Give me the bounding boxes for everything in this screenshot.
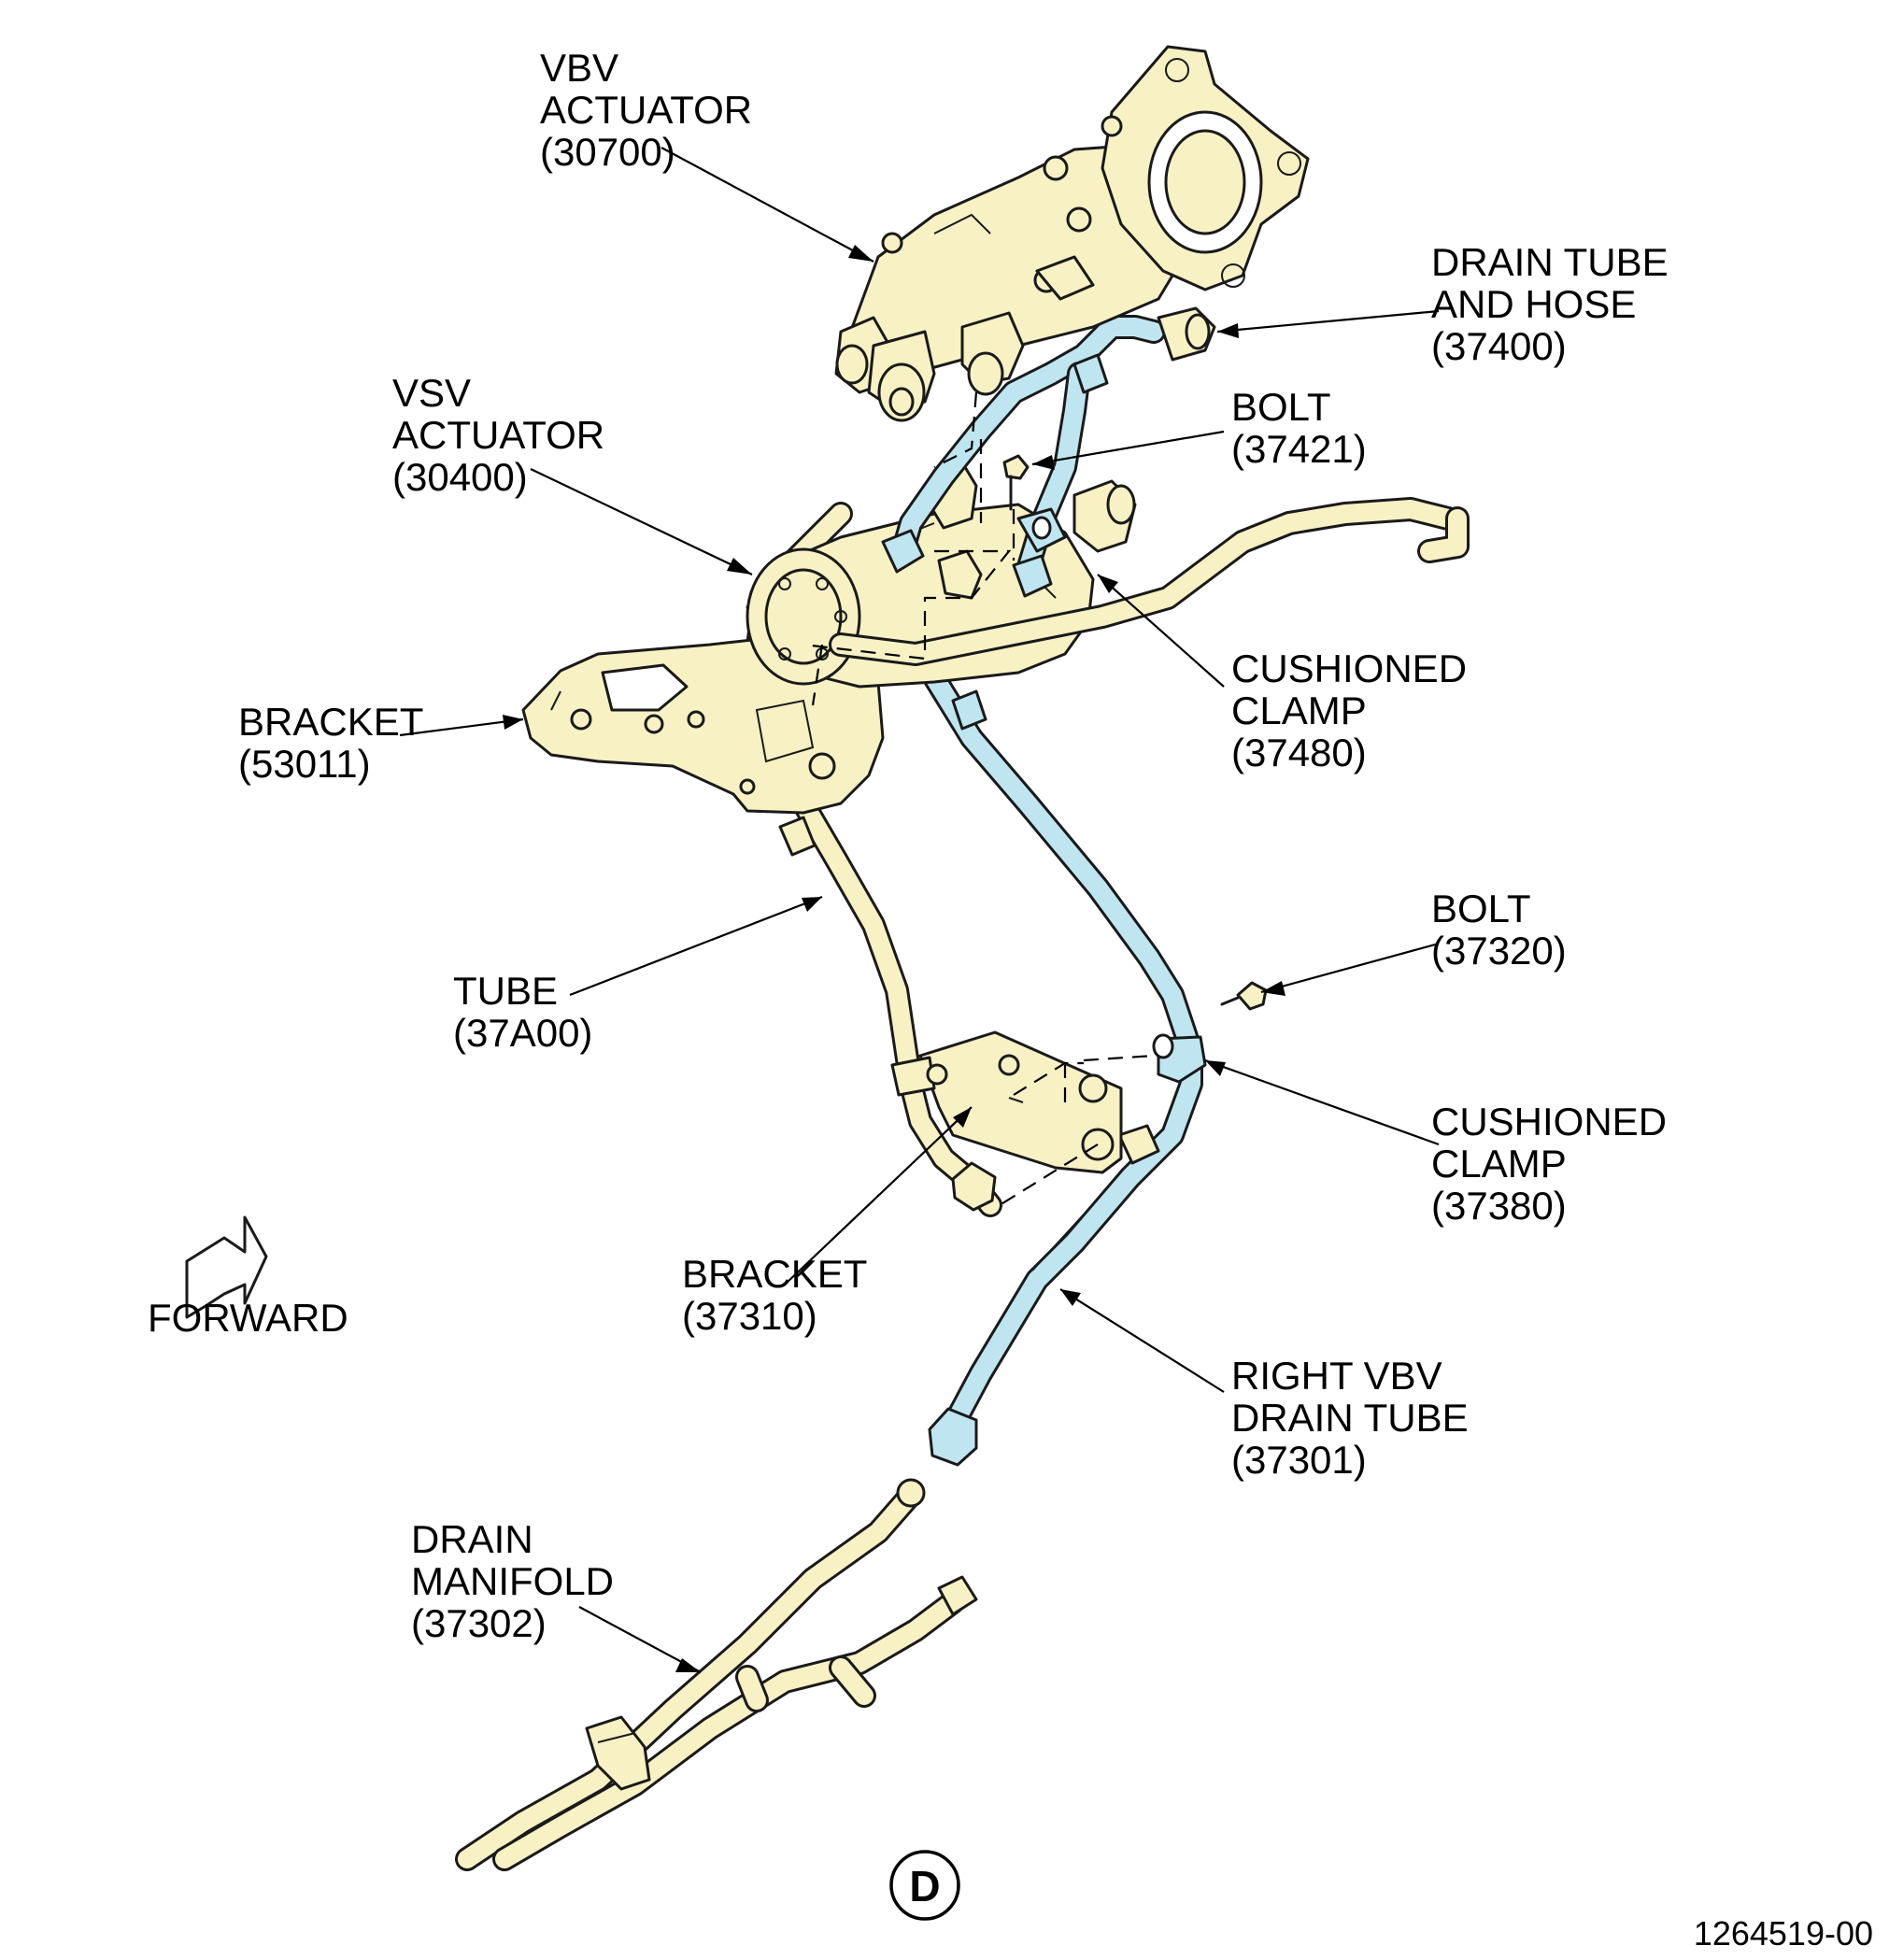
label-line: CLAMP	[1431, 1142, 1567, 1186]
right-vbv-drain-tube	[871, 548, 1203, 1467]
label-line: (37302)	[411, 1601, 547, 1645]
forward-arrow-icon	[185, 1215, 268, 1319]
label-line: (37310)	[682, 1294, 817, 1338]
label-line: BOLT	[1231, 385, 1331, 429]
bolt-37320	[1220, 981, 1268, 1011]
label-line: BRACKET	[238, 700, 423, 744]
label-line: VSV	[392, 371, 471, 415]
label-tube-37a00: TUBE (37A00)	[453, 969, 592, 1055]
label-line: VBV	[540, 46, 618, 90]
label-line: CLAMP	[1231, 689, 1367, 732]
label-vbv-actuator: VBV ACTUATOR (30700)	[540, 46, 752, 174]
leader-lines	[399, 147, 1440, 1673]
label-line: (37380)	[1431, 1184, 1567, 1228]
drain-manifold	[455, 1478, 978, 1871]
label-line: CUSHIONED	[1431, 1100, 1667, 1143]
cushioned-clamp-37480	[951, 507, 1067, 731]
label-line: DRAIN TUBE	[1231, 1396, 1469, 1440]
label-cushioned-clamp-37380: CUSHIONED CLAMP (37380)	[1431, 1100, 1667, 1228]
label-vsv-actuator: VSV ACTUATOR (30400)	[392, 371, 604, 499]
vsv-tube-right	[829, 497, 1470, 666]
label-line: DRAIN TUBE	[1431, 240, 1669, 284]
view-circle-icon: D	[889, 1850, 960, 1921]
install-dashes-lower	[999, 1054, 1155, 1206]
label-line: (30400)	[392, 455, 528, 499]
label-line: BOLT	[1431, 887, 1531, 930]
label-line: (37301)	[1231, 1438, 1367, 1482]
label-line: AND HOSE	[1431, 282, 1636, 326]
bolt-37421	[1002, 454, 1030, 511]
label-line: (37A00)	[453, 1011, 592, 1055]
label-line: (53011)	[238, 742, 371, 786]
label-line: TUBE	[453, 969, 558, 1013]
vbv-actuator	[834, 45, 1310, 422]
label-line: MANIFOLD	[411, 1559, 614, 1603]
label-line: ACTUATOR	[392, 413, 604, 457]
label-line: BRACKET	[682, 1252, 867, 1296]
label-line: RIGHT VBV	[1231, 1354, 1442, 1398]
bracket-37310	[890, 1030, 1123, 1174]
label-line: DRAIN	[411, 1517, 533, 1561]
drain-tube-and-hose	[881, 306, 1216, 598]
label-bracket-53011: BRACKET (53011)	[238, 700, 423, 786]
install-dashes-upper	[802, 391, 1016, 706]
label-right-vbv-drain-tube: RIGHT VBV DRAIN TUBE (37301)	[1231, 1354, 1469, 1482]
label-drain-manifold: DRAIN MANIFOLD (37302)	[411, 1517, 614, 1645]
label-cushioned-clamp-37480: CUSHIONED CLAMP (37480)	[1231, 646, 1467, 774]
view-letter: D	[909, 1862, 940, 1910]
cushioned-clamp-37380	[1152, 1033, 1207, 1084]
label-bracket-37310: BRACKET (37310)	[682, 1252, 867, 1338]
label-bolt-37421: BOLT (37421)	[1231, 385, 1367, 471]
forward-label: FORWARD	[148, 1296, 348, 1340]
label-drain-tube-and-hose: DRAIN TUBE AND HOSE (37400)	[1431, 240, 1669, 368]
label-line: (37421)	[1231, 427, 1367, 471]
label-line: (37400)	[1431, 324, 1567, 368]
label-line: ACTUATOR	[540, 88, 752, 132]
label-bolt-37320: BOLT (37320)	[1431, 887, 1567, 973]
figure-id: 1264519-00	[1694, 1914, 1873, 1953]
label-line: CUSHIONED	[1231, 646, 1467, 690]
label-line: (30700)	[540, 130, 675, 174]
label-line: (37320)	[1431, 929, 1567, 973]
leader-arrowheads	[503, 245, 1285, 1672]
label-line: (37480)	[1231, 731, 1367, 774]
